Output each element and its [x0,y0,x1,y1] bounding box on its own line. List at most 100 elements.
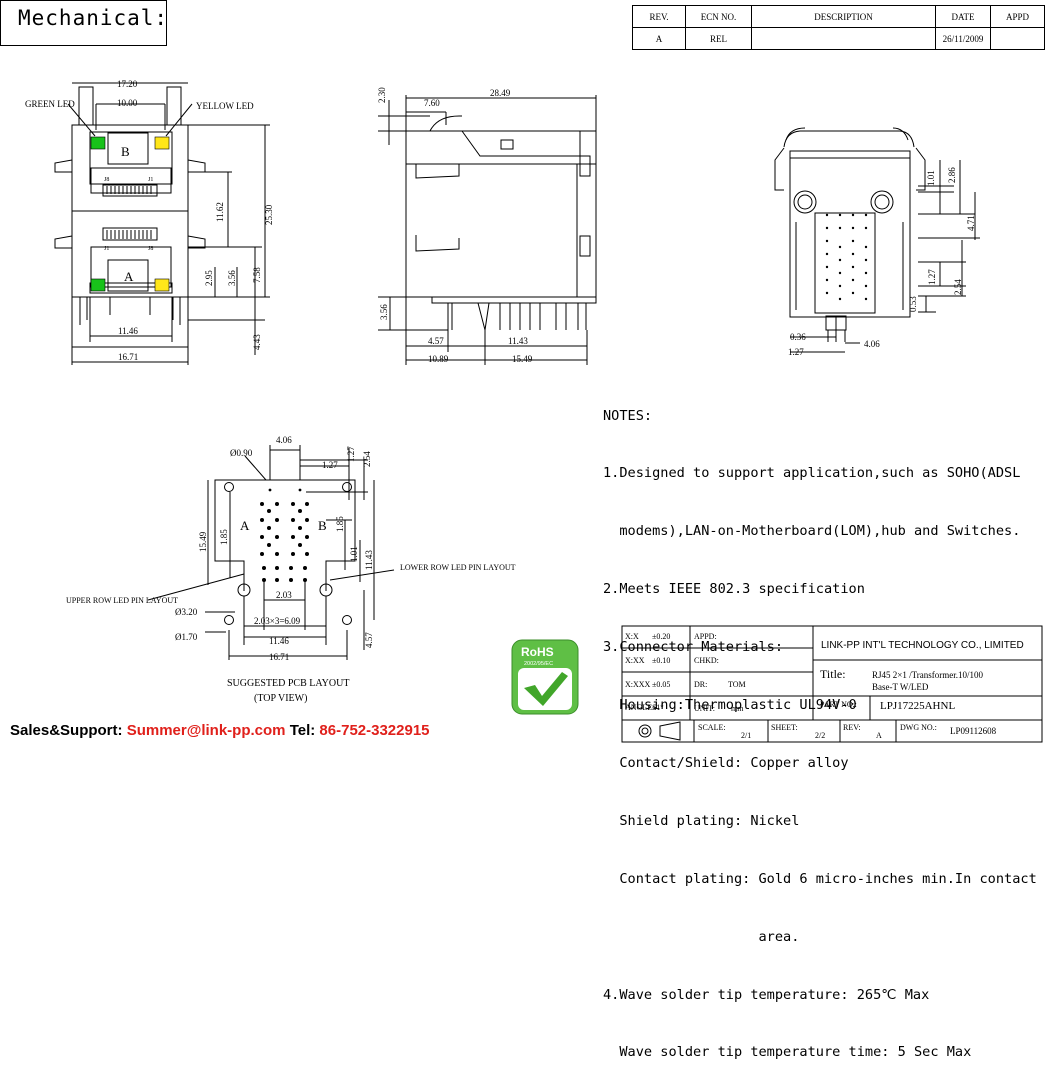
note-line: Housing:Thermoplastic UL94V-0 [603,697,857,714]
dim-rear-101: 1.01 [926,170,936,186]
dim-pcb-1671: 16.71 [269,652,289,662]
title-label: Title: [820,667,846,681]
dim-rear-406: 4.06 [864,339,880,349]
sales-label: Sales&Support: [10,722,123,739]
front-view [54,82,270,365]
rear-view [774,127,980,353]
note-line: 1.Designed to support application,such a… [603,465,1021,482]
note-line: Shield plating: Nickel [603,812,800,829]
j1-bottom: J1 [104,246,109,252]
dim-pcb-1143: 11.43 [364,550,374,570]
dim-side-457: 4.57 [428,336,444,346]
j1-top: J1 [148,177,153,183]
front-view-leds [90,136,170,292]
side-view [378,95,597,365]
dim-pcb-185b: 1.85 [335,516,345,532]
port-b-label: B [121,144,130,159]
notes: NOTES: 1.Designed to support application… [603,368,1037,1082]
unit-value: mm [731,704,744,713]
revision-row: A REL 26/11/2009 [632,27,1045,50]
side-view-labels: 2.30 28.49 7.60 3.56 4.57 11.43 10.89 15… [377,87,533,364]
dim-pcb-hole-090: Ø0.90 [230,448,253,458]
appd-header: APPD [990,5,1045,28]
dim-front-356: 3.56 [227,270,237,286]
dim-pcb-1549: 15.49 [198,531,208,552]
dim-pcb-hole-170: Ø1.70 [175,632,198,642]
note-line: area. [603,928,800,945]
pcb-caption: SUGGESTED PCB LAYOUT [227,678,349,689]
dim-front-height: 25.30 [264,204,274,225]
dim-pcb-185a: 1.85 [219,529,229,545]
revision-table: REV. ECN NO. DESCRIPTION DATE APPD A REL… [632,5,1045,50]
lower-row-led-label: LOWER ROW LED PIN LAYOUT [400,563,516,572]
title-block-frame [621,625,1043,743]
tol-xxx-value: ±0.10 [652,656,671,665]
company-name: LINK-PP INT'L TECHNOLOGY CO., LIMITED [821,640,1024,651]
dim-pcb-hole-320: Ø3.20 [175,607,198,617]
port-a-label: A [124,269,134,284]
note-line: Contact plating: Gold 6 micro-inches min… [603,870,1037,887]
dim-rear-286: 2.86 [947,167,957,183]
yellow-led-label: YELLOW LED [196,101,254,111]
dr-label: DR: [694,680,708,689]
dim-pcb-609: 2.03×3=6.09 [254,616,301,626]
upper-row-led-label: UPPER ROW LED PIN LAYOUT [66,596,178,605]
scale-label: SCALE: [698,723,726,732]
rear-view-labels: 1.01 2.86 4.71 1.27 2.54 0.53 0.36 1.27 … [788,167,976,357]
chkd-label: CHKD: [694,656,719,665]
dim-side-230: 2.30 [377,87,387,103]
green-led-top [90,136,106,150]
dim-rear-471: 4.71 [966,215,976,231]
j8-bottom: J8 [148,246,153,252]
dim-front-upper: 11.62 [215,202,225,222]
tol-xxxx-label: X:XXX [625,680,651,689]
dwg-no-value: LP09112608 [950,726,997,736]
pcb-side-a: A [240,518,250,533]
dim-pcb-127: 1.27 [322,460,338,470]
unit-label: UNIT: [694,704,715,713]
dim-front-width: 17.20 [117,79,138,89]
pcb-pins [260,488,309,582]
dim-pcb-254: 2.54 [362,451,372,467]
dim-front-1671: 16.71 [118,352,138,362]
check-icon [524,672,568,706]
pcb-caption-view: (TOP VIEW) [254,693,307,704]
pcb-side-b: B [318,518,327,533]
j8-top: J8 [104,177,109,183]
note-line: Contact/Shield: Copper alloy [603,754,849,771]
dim-pcb-457: 4.57 [364,632,374,648]
appd-cell [990,27,1045,50]
pin-comb-top [106,186,152,194]
yellow-led-bottom [154,278,170,292]
tol-xxx-label: X:XX [625,656,645,665]
tel-number: 86-752-3322915 [319,722,430,739]
tol-xx-value: ±0.20 [652,632,671,641]
note-line: 4.Wave solder tip temperature: 265℃ Max [603,986,930,1003]
tel-label: Tel: [289,722,316,739]
dwg-no-label: DWG NO.: [900,723,937,732]
note-line: modems),LAN-on-Motherboard(LOM),hub and … [603,523,1021,540]
dim-pcb-127b: 1.27 [346,446,356,462]
dim-pcb-406: 4.06 [276,435,292,445]
note-line: Wave solder tip temperature time: 5 Sec … [603,1044,972,1061]
tol-angles-label: ANGLES [625,703,657,712]
rohs-logo: RoHS 2002/95/EC [511,639,579,715]
rohs-text: RoHS [521,645,554,659]
pin-comb-bottom [106,230,152,239]
rev-label: REV: [843,723,861,732]
dim-side-1143: 11.43 [508,336,528,346]
title-line-2: Base-T W/LED [872,682,929,692]
title-block-symbol [638,721,681,741]
dim-side-1089: 10.89 [428,354,449,364]
appd-label: APPD: [694,632,717,641]
tol-angles-value: ±1° [652,703,664,712]
sales-email-link[interactable]: Summer@link-pp.com [126,722,286,739]
dim-side-1549: 15.49 [512,354,533,364]
pcb-layout [147,445,395,660]
dim-side-2849: 28.49 [490,88,511,98]
dim-front-led-spacing: 10.00 [117,98,138,108]
notes-heading: NOTES: [603,407,653,424]
green-led-label: GREEN LED [25,99,75,109]
dim-pcb-203: 2.03 [276,590,292,600]
dim-side-356: 3.56 [379,304,389,320]
